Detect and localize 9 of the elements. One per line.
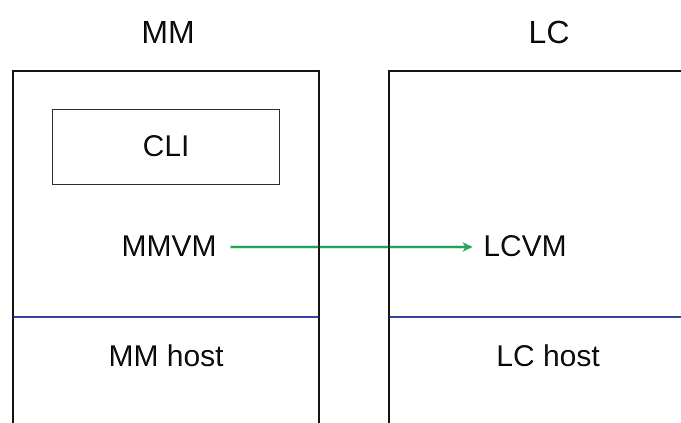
node-label: LC host — [496, 340, 600, 374]
node-label: MM host — [108, 340, 224, 374]
module-heading: LC — [528, 14, 570, 51]
node-label: CLI — [142, 130, 190, 164]
cli-box — [52, 109, 280, 185]
node-label: LCVM — [483, 230, 567, 264]
node-label: MMVM — [122, 230, 216, 264]
module-heading: MM — [140, 14, 196, 51]
arrow — [230, 242, 472, 252]
